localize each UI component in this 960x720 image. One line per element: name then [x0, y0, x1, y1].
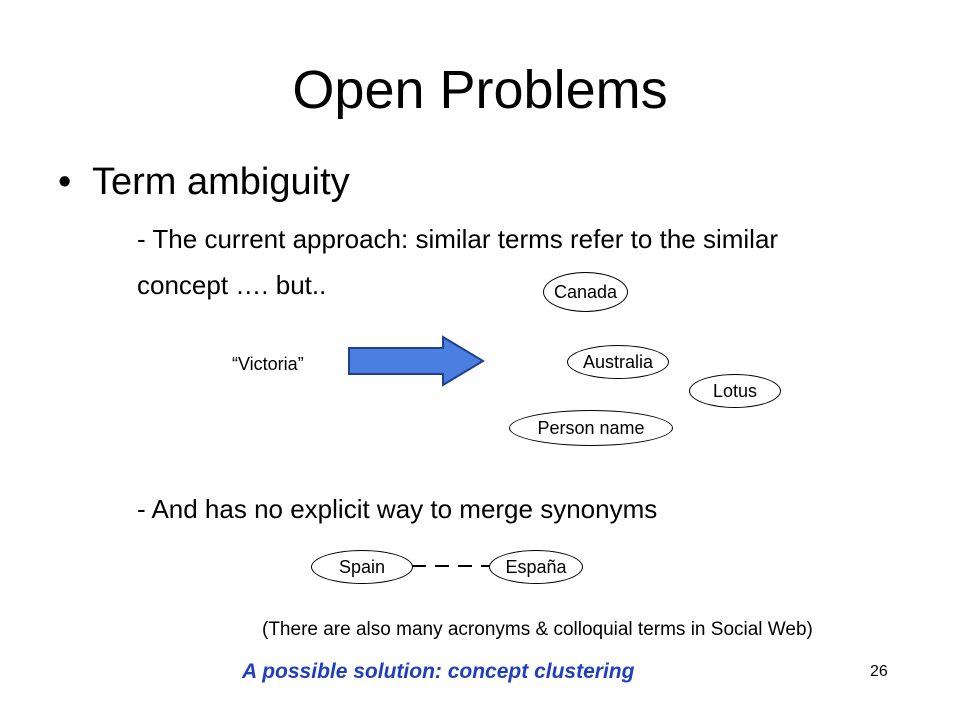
concept-oval-australia: Australia	[567, 345, 669, 379]
synonym-dashed-connector	[412, 565, 492, 567]
bullet-text: Term ambiguity	[92, 161, 350, 203]
concept-oval-person-name: Person name	[509, 410, 673, 446]
bullet-term-ambiguity: • Term ambiguity	[58, 160, 350, 204]
solution-text: A possible solution: concept clustering	[242, 660, 635, 683]
bullet-dot: •	[58, 161, 72, 203]
synonym-oval-spain: Spain	[311, 550, 413, 584]
slide-title: Open Problems	[292, 60, 668, 120]
sub-point-no-synonym-merge: - And has no explicit way to merge synon…	[137, 494, 658, 524]
sub-point-current-approach-line1: - The current approach: similar terms re…	[137, 224, 779, 254]
note-acronyms: (There are also many acronyms & colloqui…	[262, 619, 813, 640]
page-number: 26	[870, 663, 888, 680]
sub-point-current-approach-line2: concept …. but..	[137, 270, 327, 300]
example-term: “Victoria”	[232, 354, 304, 374]
concept-oval-lotus: Lotus	[689, 374, 781, 408]
synonym-oval-espana: España	[489, 550, 583, 584]
right-arrow-icon	[348, 335, 485, 387]
concept-oval-canada: Canada	[543, 272, 628, 312]
